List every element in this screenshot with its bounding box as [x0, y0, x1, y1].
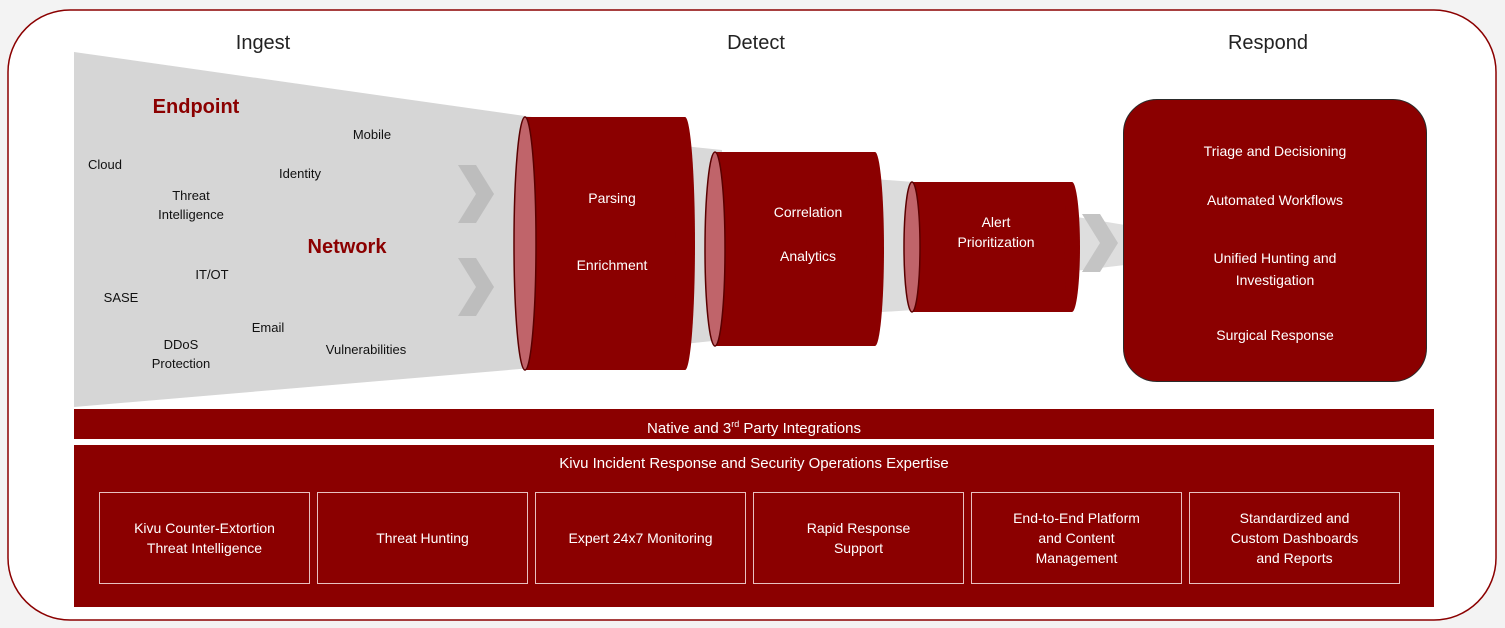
source-vulnerabilities: Vulnerabilities [325, 342, 407, 357]
respond-item-investigation: Investigation [1235, 272, 1315, 288]
source-network: Network [307, 236, 387, 258]
service-expert-monitoring: Expert 24x7 Monitoring [535, 492, 746, 584]
cylinder-label-alert: Alert [981, 214, 1011, 230]
source-threat-intelligence: Threat Intelligence [158, 186, 224, 224]
service-platform-content: End-to-End Platform and Content Manageme… [971, 492, 1182, 584]
integrations-label-suffix: Party Integrations [739, 420, 861, 437]
cylinder-label-prioritization: Prioritization [957, 234, 1035, 250]
source-sase: SASE [103, 290, 139, 305]
respond-box: Triage and Decisioning Automated Workflo… [1123, 99, 1427, 382]
service-counter-extortion-line1: Kivu Counter-Extortion [134, 520, 275, 536]
service-dashboards-reports: Standardized and Custom Dashboards and R… [1189, 492, 1400, 584]
ingest-funnel [74, 52, 532, 407]
chevron-icon [1082, 214, 1118, 272]
source-endpoint: Endpoint [152, 96, 240, 118]
service-dashboards-line2: Custom Dashboards [1230, 530, 1359, 546]
phase-title-detect: Detect [727, 32, 785, 54]
expertise-band: Kivu Incident Response and Security Oper… [74, 445, 1434, 607]
source-threat-intelligence-line2: Intelligence [158, 207, 224, 222]
source-ddos-line2: Protection [151, 356, 211, 371]
service-threat-hunting-line1: Threat Hunting [376, 530, 469, 546]
integrations-label-sup: rd [731, 419, 740, 429]
integrations-band: Native and 3rd Party Integrations [74, 409, 1434, 439]
service-platform-content-line2: and Content [1038, 530, 1115, 546]
service-rapid-response-line1: Rapid Response [806, 520, 911, 536]
source-threat-intelligence-line1: Threat [172, 188, 210, 203]
respond-item-unified-hunting: Unified Hunting and [1213, 250, 1337, 266]
cylinder-parsing [513, 116, 695, 371]
phase-title-respond: Respond [1227, 32, 1309, 54]
source-identity: Identity [279, 166, 321, 181]
chevron-icon [458, 258, 494, 316]
service-dashboards-line3: and Reports [1256, 550, 1333, 566]
service-rapid-response: Rapid Response Support [753, 492, 964, 584]
service-dashboards-line1: Standardized and [1239, 510, 1350, 526]
service-threat-hunting: Threat Hunting [317, 492, 528, 584]
source-ddos-line1: DDoS [163, 337, 199, 352]
phase-title-ingest: Ingest [235, 32, 291, 54]
cylinder-label-alert-prioritization: Alert Prioritization [957, 212, 1034, 252]
source-cloud: Cloud [88, 157, 122, 172]
respond-item-triage: Triage and Decisioning [1203, 143, 1347, 159]
respond-item-automated-workflows: Automated Workflows [1207, 192, 1343, 208]
respond-item-surgical-response: Surgical Response [1216, 327, 1334, 343]
cylinder-label-correlation: Correlation [773, 204, 843, 220]
service-platform-content-line3: Management [1035, 550, 1118, 566]
service-rapid-response-line2: Support [833, 540, 884, 556]
cylinder-label-parsing: Parsing [588, 190, 636, 206]
service-expert-monitoring-line1: Expert 24x7 Monitoring [568, 530, 713, 546]
source-itot: IT/OT [195, 267, 229, 282]
cylinder-label-analytics: Analytics [779, 248, 837, 264]
source-ddos-protection: DDoS Protection [152, 335, 211, 373]
chevron-icon [458, 165, 494, 223]
integrations-label-prefix: Native and 3 [647, 420, 732, 437]
cylinder-prioritization [903, 181, 1080, 313]
expertise-title: Kivu Incident Response and Security Oper… [559, 455, 949, 472]
service-counter-extortion: Kivu Counter-Extortion Threat Intelligen… [99, 492, 310, 584]
cylinder-correlation [704, 151, 884, 347]
source-mobile: Mobile [352, 127, 392, 142]
service-counter-extortion-line2: Threat Intelligence [146, 540, 263, 556]
service-platform-content-line1: End-to-End Platform [1013, 510, 1140, 526]
source-email: Email [251, 320, 285, 335]
cylinder-label-enrichment: Enrichment [576, 257, 648, 273]
